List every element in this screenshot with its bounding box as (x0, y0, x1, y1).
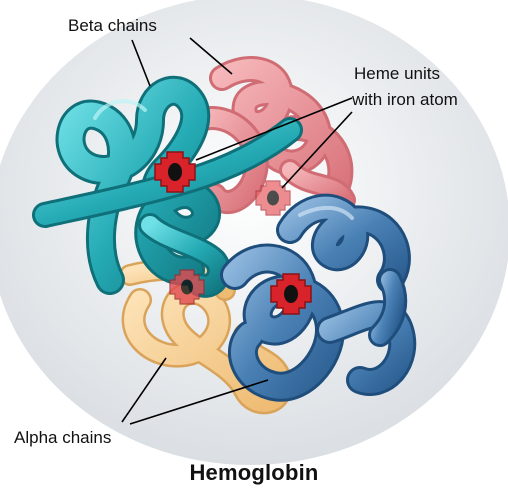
heme-unit-2 (255, 180, 291, 216)
leader-line-alpha-yellow (121, 357, 167, 423)
page-title: Hemoglobin (189, 460, 319, 485)
leader-lines (121, 37, 353, 425)
leader-line-heme-2 (281, 111, 353, 189)
iron-atom (267, 190, 279, 206)
iron-atom (181, 279, 193, 295)
iron-atom (284, 285, 298, 303)
heme-unit-3 (169, 269, 205, 305)
beta-chain-pink (188, 56, 356, 214)
alpha-chains-label: Alpha chains (14, 428, 112, 447)
iron-atom (168, 163, 182, 181)
heme-iron-label: with iron atom (352, 90, 458, 109)
background-glow (0, 0, 508, 465)
leader-line-heme-1 (195, 97, 353, 161)
heme-units-label: Heme units (354, 64, 440, 83)
heme-unit-4 (270, 273, 312, 315)
beta-chains-label: Beta chains (68, 16, 157, 35)
heme-unit-1 (154, 151, 196, 193)
leader-line-alpha-blue (129, 379, 269, 425)
leader-line-beta-teal (131, 39, 151, 87)
leader-line-beta-pink (189, 37, 233, 75)
